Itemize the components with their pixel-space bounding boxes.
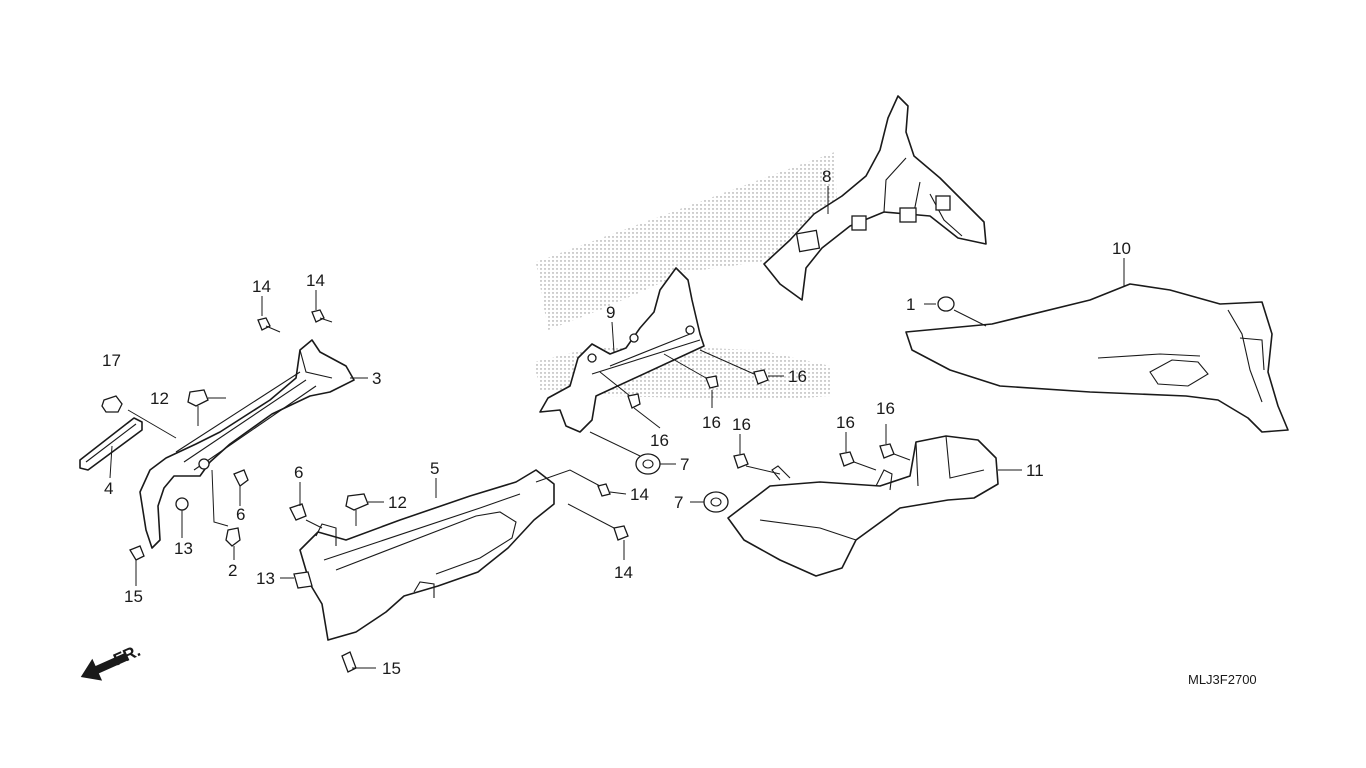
- part-16-screw-c[interactable]: [753, 369, 769, 385]
- callout-16: 16: [650, 431, 669, 450]
- part-17-clip[interactable]: [101, 395, 123, 413]
- callout-6: 6: [236, 505, 245, 524]
- callout-13: 13: [174, 539, 193, 558]
- part-13-grommet-center[interactable]: [293, 571, 313, 589]
- part-7-grommet-center[interactable]: [635, 453, 661, 475]
- part-16-screw-b[interactable]: [705, 375, 719, 389]
- callout-15: 15: [124, 587, 143, 606]
- callout-3: 3: [372, 369, 381, 388]
- part-14-screw-b[interactable]: [311, 309, 333, 323]
- leader-lines: [109, 186, 1125, 669]
- part-3-rail-bracket[interactable]: [139, 339, 355, 549]
- part-4-strip[interactable]: [79, 417, 143, 471]
- part-1-grommet[interactable]: [937, 296, 955, 312]
- callout-12: 12: [388, 493, 407, 512]
- callout-14: 14: [306, 271, 325, 290]
- part-15-screw-center[interactable]: [341, 651, 357, 673]
- part-10-side-cover[interactable]: [905, 283, 1289, 433]
- part-5-lower-cover[interactable]: [299, 469, 555, 641]
- callout-13: 13: [256, 569, 275, 588]
- callout-14: 14: [252, 277, 271, 296]
- callout-4: 4: [104, 479, 113, 498]
- part-16-screw-e[interactable]: [839, 451, 855, 467]
- callout-labels: 17 4 12 14 14 3 6 13 2 15 6 5 12 13 15 1…: [102, 167, 1131, 678]
- part-9-center-bracket[interactable]: [539, 267, 705, 433]
- callout-14: 14: [614, 563, 633, 582]
- callout-17: 17: [102, 351, 121, 370]
- part-14-screw-a[interactable]: [257, 317, 281, 333]
- callout-8: 8: [822, 167, 831, 186]
- callout-16: 16: [876, 399, 895, 418]
- callout-16: 16: [732, 415, 751, 434]
- part-13-grommet-left[interactable]: [175, 497, 189, 511]
- part-2-clip[interactable]: [225, 527, 241, 547]
- callout-11: 11: [1026, 461, 1044, 480]
- callout-1: 1: [906, 295, 915, 314]
- front-label: FR.: [111, 641, 144, 669]
- diagram-code: MLJ3F2700: [1188, 672, 1257, 687]
- part-16-screw-a[interactable]: [627, 393, 641, 409]
- part-16-screw-d[interactable]: [733, 453, 749, 469]
- callout-14: 14: [630, 485, 649, 504]
- front-marker: FR.: [80, 641, 144, 681]
- callout-6: 6: [294, 463, 303, 482]
- callout-16: 16: [836, 413, 855, 432]
- part-6-screw-center[interactable]: [289, 503, 307, 521]
- callout-16: 16: [788, 367, 807, 386]
- part-12-bolt-left[interactable]: [187, 389, 209, 426]
- callout-15: 15: [382, 659, 401, 678]
- part-11-lower-cover[interactable]: [727, 435, 999, 577]
- part-14-screw-d[interactable]: [613, 525, 629, 541]
- part-8-inner-panel-upper[interactable]: [763, 95, 987, 301]
- callout-7: 7: [680, 455, 689, 474]
- part-12-bolt-center[interactable]: [345, 493, 369, 526]
- part-7-grommet-right[interactable]: [703, 491, 729, 513]
- callout-7: 7: [674, 493, 683, 512]
- callout-12: 12: [150, 389, 169, 408]
- part-6-screw-left[interactable]: [233, 469, 249, 487]
- callout-9: 9: [606, 303, 615, 322]
- callout-16: 16: [702, 413, 721, 432]
- callout-5: 5: [430, 459, 439, 478]
- part-16-screw-f[interactable]: [879, 443, 895, 459]
- part-15-screw-left[interactable]: [129, 545, 145, 561]
- callout-2: 2: [228, 561, 237, 580]
- part-14-screw-c[interactable]: [597, 483, 611, 497]
- front-arrow-icon: [80, 653, 129, 681]
- callout-10: 10: [1112, 239, 1131, 258]
